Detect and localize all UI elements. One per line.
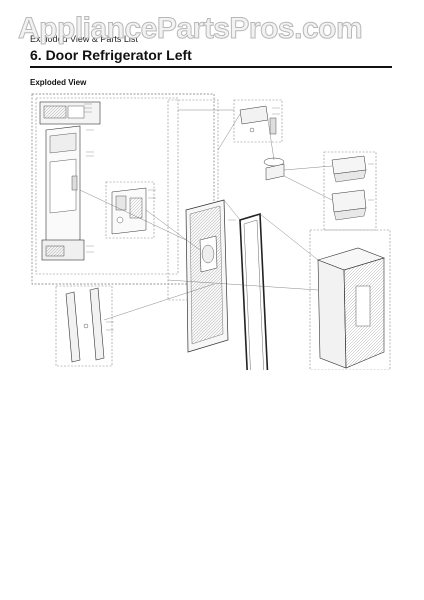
dispenser-control — [111, 187, 147, 235]
group-frame-main — [31, 93, 215, 285]
header-row: Exploded View & Parts List — [30, 34, 390, 46]
hinge-cover — [263, 157, 285, 181]
group-frame-hinge — [233, 99, 283, 143]
exploded-view-svg — [31, 93, 391, 370]
exploded-view-diagram — [28, 90, 394, 370]
group-frame-cabinet — [309, 229, 391, 370]
door-bin-upper — [331, 155, 367, 183]
exploded-view-heading: Exploded View — [30, 78, 87, 87]
door-bin-lower — [331, 189, 367, 221]
refrigerator-cabinet — [317, 247, 385, 369]
breadcrumb: Exploded View & Parts List — [30, 34, 138, 44]
section-title: 6. Door Refrigerator Left — [30, 47, 192, 63]
door-gasket — [239, 212, 269, 370]
door-outer-panel — [185, 199, 229, 353]
hinge-upper — [239, 105, 277, 135]
leader-lines — [79, 109, 333, 321]
group-frame-trim — [55, 285, 113, 367]
door-liner — [39, 101, 101, 261]
group-frame-inner — [35, 97, 179, 275]
part-callouts — [84, 103, 374, 331]
title-rule — [30, 66, 392, 68]
door-trim-handle — [65, 287, 105, 363]
group-frame-dispenser — [105, 181, 155, 239]
